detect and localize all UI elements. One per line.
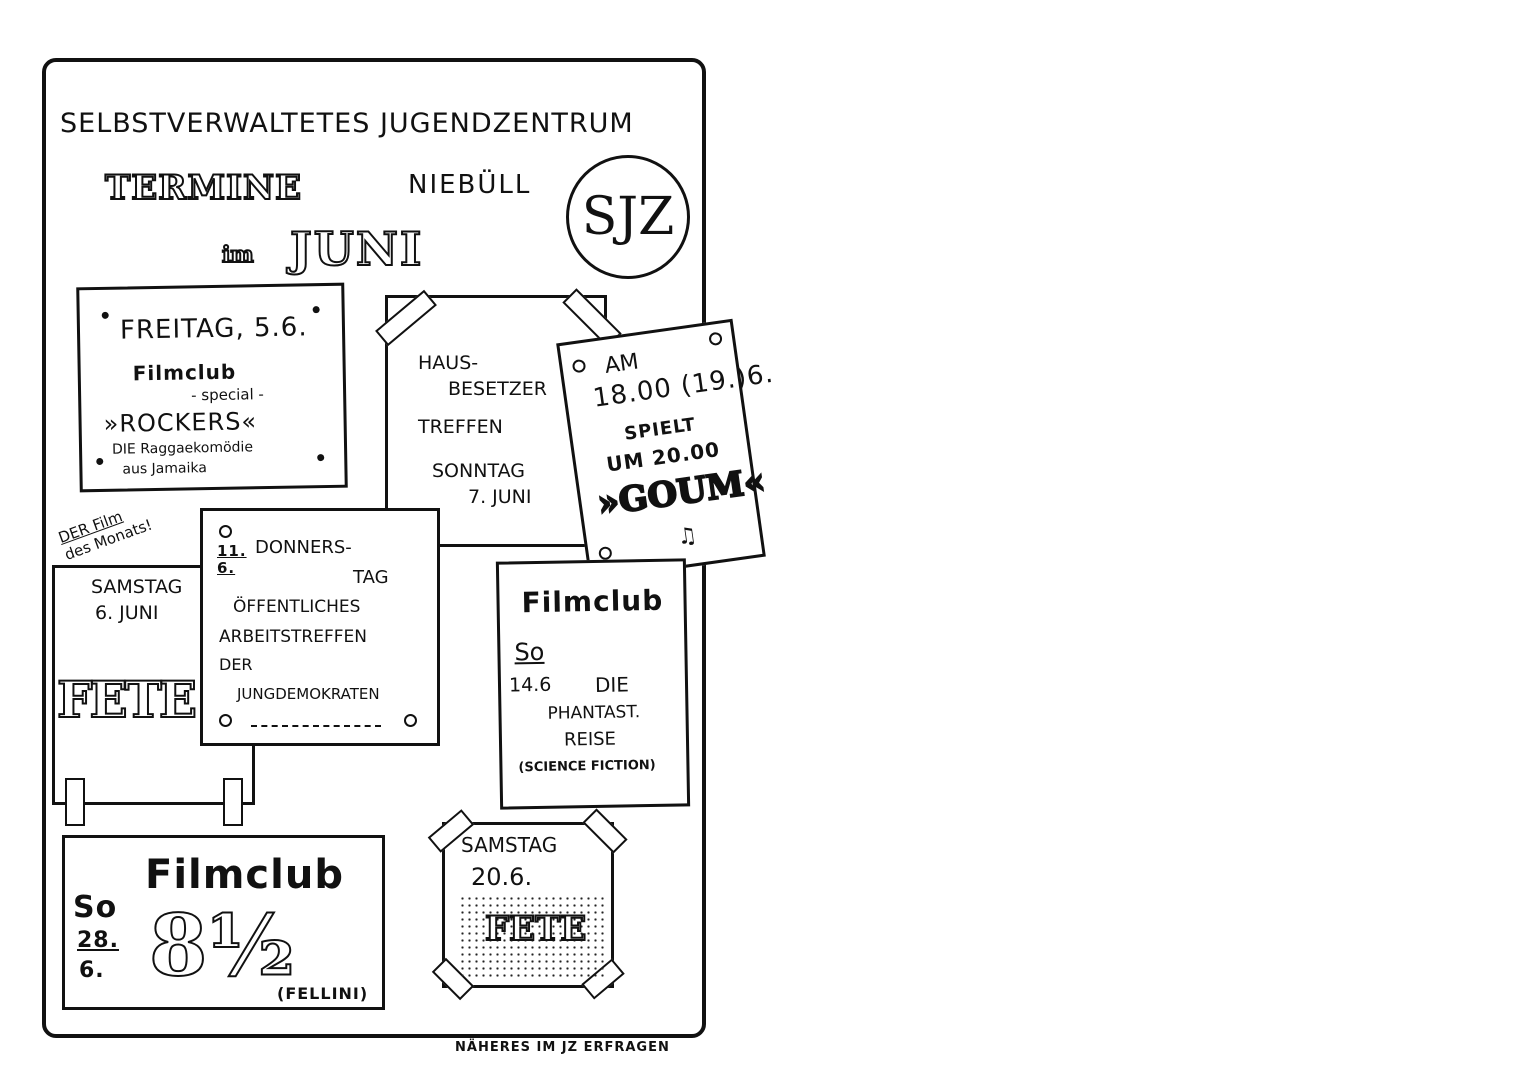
donnerstag-line1: DONNERS- xyxy=(255,537,352,558)
hausbesetzer-line1: HAUS- xyxy=(418,352,479,374)
donnerstag-line4: ARBEITSTREFFEN xyxy=(219,627,367,647)
donnerstag-line6: JUNGDEMOKRATEN xyxy=(237,685,380,703)
donnerstag-date: 11. 6. xyxy=(217,542,247,577)
fellini-day: So xyxy=(73,890,118,925)
fete2-event: FETE xyxy=(484,908,587,950)
fellini-club: Filmclub xyxy=(145,852,344,898)
freitag-film: »ROCKERS« xyxy=(103,407,258,438)
fellini-director: (FELLINI) xyxy=(277,984,369,1003)
note-donnerstag: 11. 6. DONNERS- TAG ÖFFENTLICHES ARBEITS… xyxy=(200,508,440,746)
donnerstag-line5: DER xyxy=(219,655,253,674)
note-freitag: FREITAG, 5.6. Filmclub - special - »ROCK… xyxy=(76,282,348,493)
hausbesetzer-text: HAUS- BESETZER TREFFEN SONNTAG 7. JUNI xyxy=(418,350,547,510)
hausbesetzer-line3: TREFFEN xyxy=(418,416,503,438)
goum-am: AM xyxy=(603,349,641,379)
phantast-day: So xyxy=(514,637,545,667)
im-label: im xyxy=(221,241,255,269)
freitag-desc2: aus Jamaika xyxy=(122,460,207,478)
fellini-film: 8½ xyxy=(148,896,296,995)
goum-spielt: SPIELT xyxy=(623,414,698,445)
logo-text: SJZ xyxy=(581,187,675,247)
fellini-date1: 28. xyxy=(77,928,119,953)
hausbesetzer-date: 7. JUNI xyxy=(468,486,532,508)
samstag-day: SAMSTAG xyxy=(91,576,183,598)
donnerstag-line2: TAG xyxy=(353,567,389,588)
fete2-day: SAMSTAG xyxy=(461,833,558,857)
fete2-date: 20.6. xyxy=(471,863,533,891)
speckle-background xyxy=(459,895,604,980)
phantast-line1: DIE xyxy=(594,672,630,697)
samstag-date: 6. JUNI xyxy=(95,602,159,624)
freitag-club: Filmclub xyxy=(132,359,237,386)
freitag-desc1: DIE Raggaekomödie xyxy=(111,439,254,458)
phantast-genre: (SCIENCE FICTION) xyxy=(518,757,656,776)
note-goum: AM 18.00 (19.)6. SPIELT UM 20.00 »GOUM« … xyxy=(556,318,776,582)
music-note-icon: ♫ xyxy=(675,522,699,551)
samstag-event: FETE xyxy=(56,669,198,730)
termine-heading: TERMINE xyxy=(104,167,303,209)
month-heading: JUNI xyxy=(289,221,424,277)
note-filmclub-phantast: Filmclub So 14.6 DIE PHANTAST. REISE (SC… xyxy=(495,558,691,810)
freitag-special: - special - xyxy=(190,385,264,405)
footer-note: NÄHERES IM JZ ERFRAGEN xyxy=(455,1040,670,1055)
freitag-date: FREITAG, 5.6. xyxy=(119,312,308,346)
flyer-title: SELBSTVERWALTETES JUGENDZENTRUM xyxy=(60,108,634,139)
sjz-logo: SJZ xyxy=(566,155,690,279)
note-samstag-fete2: SAMSTAG 20.6. FETE xyxy=(427,808,628,1001)
donnerstag-line3: ÖFFENTLICHES xyxy=(233,597,361,617)
phantast-line2: PHANTAST. xyxy=(547,702,641,724)
town-name: NIEBÜLL xyxy=(408,170,532,200)
fellini-date2: 6. xyxy=(79,958,105,983)
phantast-line3: REISE xyxy=(563,728,617,751)
note-filmclub-fellini: Filmclub So 28. 6. 8½ (FELLINI) xyxy=(62,835,385,1010)
hausbesetzer-day: SONNTAG xyxy=(432,460,525,482)
hausbesetzer-line2: BESETZER xyxy=(448,378,547,400)
phantast-date: 14.6 xyxy=(508,673,552,697)
phantast-club: Filmclub xyxy=(521,583,664,620)
